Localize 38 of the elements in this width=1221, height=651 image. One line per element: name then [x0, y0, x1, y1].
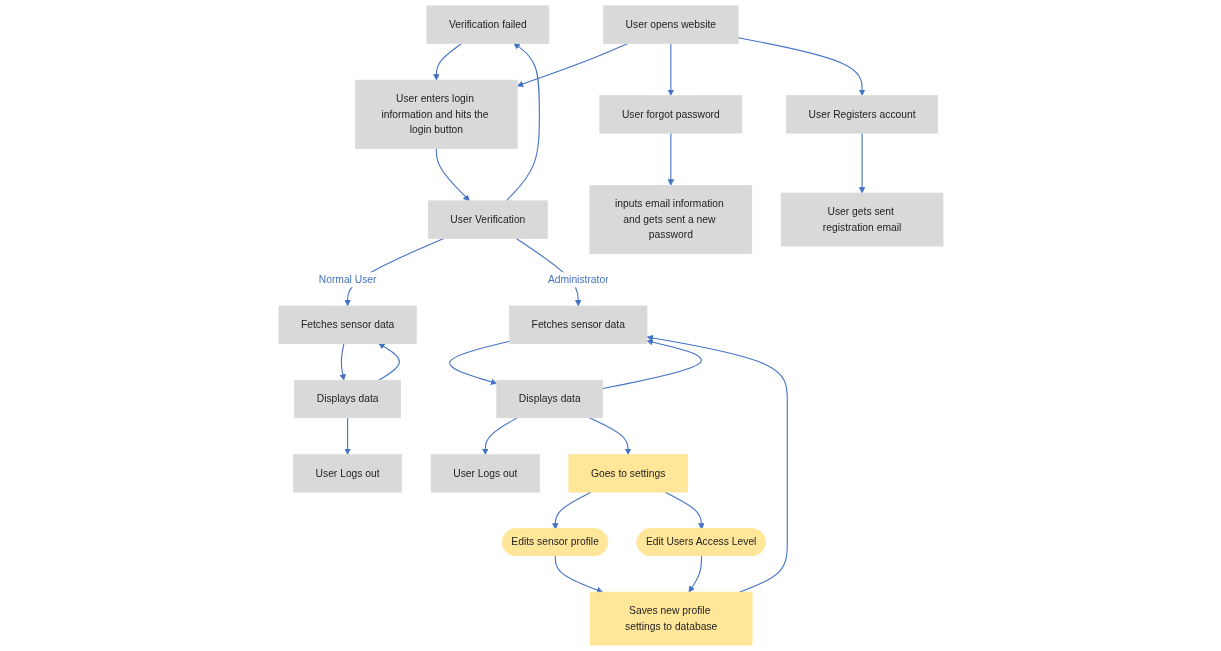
node-box: User Logs out [292, 454, 402, 493]
arrow [667, 132, 674, 186]
node-box: User Registers account [785, 95, 938, 134]
edge-label: Normal User [318, 273, 377, 286]
arrow [551, 491, 592, 530]
arrow [516, 42, 629, 88]
node-box: inputs email information and gets sent a new password [589, 185, 752, 255]
arrow [688, 555, 702, 593]
arrow [448, 340, 510, 385]
arrow [858, 132, 865, 194]
node-box: User forgot password [599, 95, 742, 134]
arrow [505, 43, 540, 202]
arrow [435, 148, 470, 202]
edge-label: Administrator [547, 273, 609, 286]
node-box: Goes to settings [568, 454, 688, 493]
node-box: User enters login information and hits the login button [354, 79, 518, 149]
arrow [667, 42, 674, 96]
arrow [377, 343, 400, 381]
arrow [737, 37, 865, 96]
arrow [588, 417, 631, 455]
arrow [554, 555, 603, 594]
arrow [664, 491, 705, 530]
node-box: Displays data [293, 379, 401, 419]
node-box: Fetches sensor data [278, 305, 417, 344]
arrow [432, 42, 462, 81]
node-box: User opens website [602, 5, 739, 44]
node-box: Saves new profile settings to database [589, 591, 752, 646]
arrow [481, 417, 518, 455]
node-box: User gets sent registration email [780, 192, 943, 247]
arrow [343, 417, 351, 455]
node-box: User Verification [427, 200, 548, 239]
node-box: User Logs out [430, 454, 540, 493]
node-box: Displays data [495, 379, 603, 419]
arrow [646, 334, 788, 593]
arrow [339, 342, 346, 381]
node-box: Verification failed [426, 5, 549, 44]
arrow [601, 339, 702, 390]
node-box: Fetches sensor data [508, 305, 647, 344]
